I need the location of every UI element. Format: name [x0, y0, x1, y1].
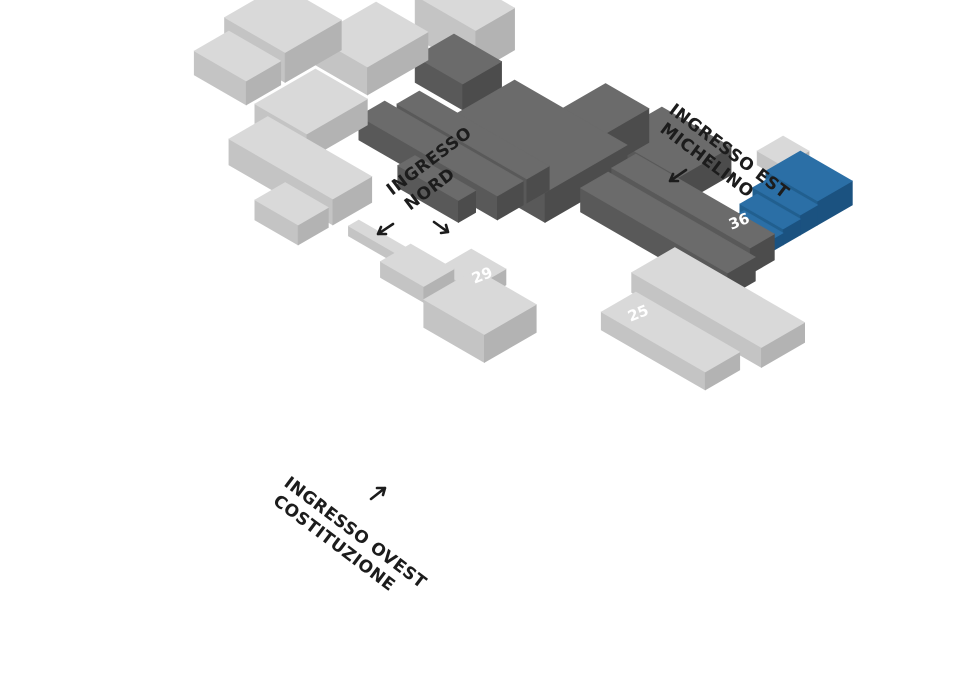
building-w-1-face-top: [223, 0, 342, 53]
building-se-1: [631, 247, 806, 369]
building-w-5-face-top: [254, 182, 329, 226]
building-w-2-face-top: [193, 30, 282, 82]
building-se-2-face-top: [600, 291, 741, 373]
building-nw-high-face-top: [422, 0, 516, 31]
building-w-3-face-top: [254, 68, 368, 135]
building-w-5: [254, 182, 329, 246]
building-se-4: [379, 243, 455, 304]
hall-36-step2-face-top: [752, 177, 819, 216]
arrow-down-left-icon: [376, 222, 395, 236]
arrow-down-right-icon: [432, 220, 450, 235]
hall-25-block-face-top: [579, 171, 756, 274]
link-block-face-top: [397, 155, 477, 201]
building-se-4-face-top: [379, 243, 455, 287]
hall-36-step3-face-top: [739, 193, 801, 230]
entrance-ovest[interactable]: INGRESSO OVEST COSTITUZIONE: [269, 473, 430, 596]
hall-36-step1-face-top: [765, 150, 854, 202]
hall-16-block[interactable]: [414, 33, 503, 111]
building-w-4-face-top: [228, 116, 373, 200]
building-se-1-face-top: [631, 247, 806, 348]
building-w-2: [193, 30, 282, 106]
arrow-down-left-icon: [668, 168, 688, 183]
arrow-up-right-icon: [369, 486, 387, 501]
building-se-5: [423, 269, 537, 364]
building-se-5-face-top: [423, 269, 537, 335]
hall-label-21[interactable]: 21: [398, 322, 424, 347]
hall-label-30[interactable]: 30: [554, 229, 580, 254]
hall-label-26[interactable]: 26: [587, 281, 613, 306]
building-blocks: [193, 0, 854, 391]
building-se-2: [600, 291, 741, 391]
entrance-ovest-line1: INGRESSO OVEST: [280, 473, 430, 593]
hall-21-block-face-top: [396, 90, 550, 180]
hall-label-22[interactable]: 22: [363, 340, 389, 365]
link-block[interactable]: [397, 155, 477, 224]
hall-label-16[interactable]: 16: [327, 255, 353, 280]
hall-26-block-face-top: [610, 153, 775, 249]
